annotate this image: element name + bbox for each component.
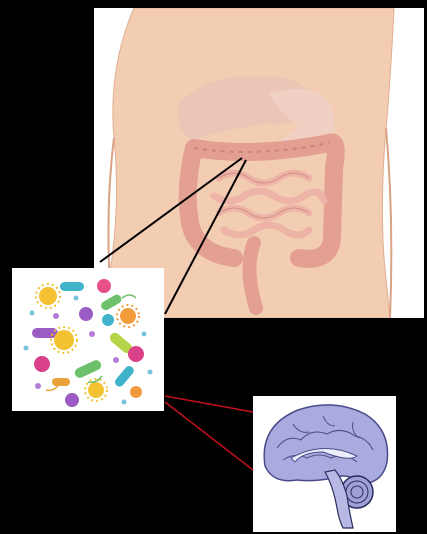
connector-line-brain-upper (165, 396, 253, 412)
connector-line-brain-lower (165, 402, 253, 470)
connector-line-gut-lower (165, 160, 246, 314)
